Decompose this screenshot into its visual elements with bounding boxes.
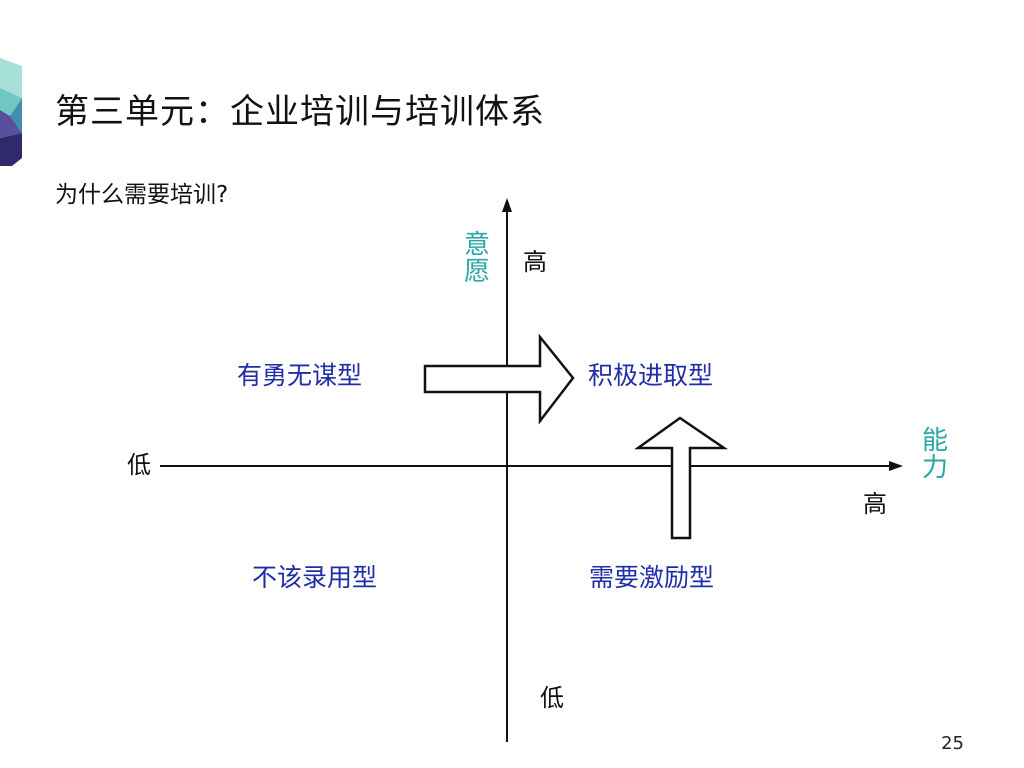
x-axis-label: 能力	[921, 426, 948, 484]
x-axis-high-label: 高	[863, 490, 887, 518]
page-number: 25	[941, 733, 964, 754]
y-axis-low-label: 低	[540, 684, 564, 712]
question-subtitle: 为什么需要培训?	[55, 182, 229, 208]
y-axis-high-label: 高	[523, 248, 547, 276]
logo-icon	[0, 58, 22, 166]
quadrant-top-right-label: 积极进取型	[588, 361, 714, 390]
page-title: 第三单元：企业培训与培训体系	[55, 92, 545, 132]
x-axis-low-label: 低	[127, 451, 151, 479]
up-arrow-icon	[634, 416, 729, 540]
quadrant-bottom-right-label: 需要激励型	[589, 563, 715, 592]
y-axis-label: 意愿	[463, 230, 490, 288]
x-axis-arrowhead	[889, 461, 903, 471]
quadrant-bottom-left-label: 不该录用型	[252, 563, 378, 592]
right-arrow-icon	[423, 333, 575, 425]
y-axis-arrowhead	[502, 198, 512, 212]
quadrant-top-left-label: 有勇无谋型	[237, 361, 363, 390]
